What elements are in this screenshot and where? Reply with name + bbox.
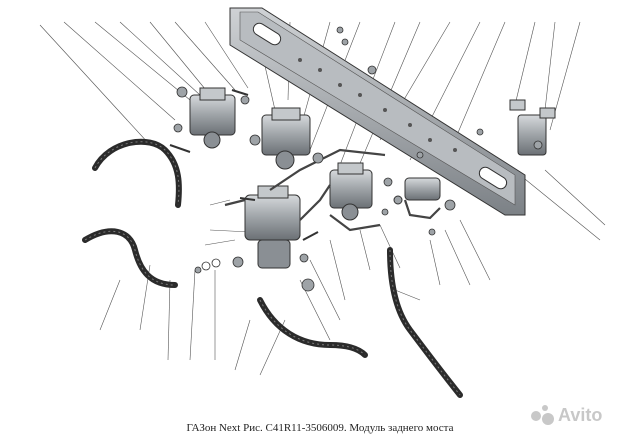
valve-upper-left — [189, 87, 236, 149]
hose-braid-texture — [84, 141, 461, 396]
valve-upper-center — [261, 107, 311, 170]
valve-center — [329, 162, 373, 221]
valve-lower-center — [244, 185, 301, 269]
fitting-cluster-center-right — [393, 177, 441, 205]
fittings-and-washers — [173, 26, 543, 292]
avito-logo-icon: Avito — [531, 405, 602, 425]
rear-axle-crossmember — [229, 7, 526, 216]
valve-right — [509, 99, 556, 156]
watermark-brand: Avito — [558, 405, 602, 425]
figure-caption: ГАЗон Next Рис. C41R11-3506009. Модуль з… — [186, 422, 454, 434]
bolts — [169, 89, 319, 241]
